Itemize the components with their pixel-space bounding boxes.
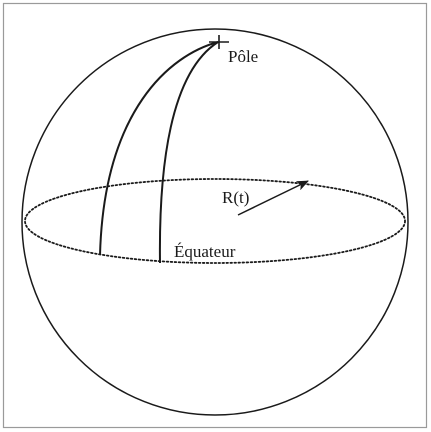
pole-marker	[209, 35, 229, 49]
radius-arrow	[237, 180, 309, 216]
pole-label: Pôle	[228, 47, 258, 66]
meridian-arc-right	[158, 41, 219, 264]
equator-label: Équateur	[174, 242, 236, 261]
figure-frame	[2, 2, 428, 429]
equator-ellipse	[24, 178, 406, 264]
radius-label: R(t)	[222, 188, 249, 207]
sphere-outline	[21, 28, 409, 416]
meridian-arc-left	[99, 41, 219, 256]
